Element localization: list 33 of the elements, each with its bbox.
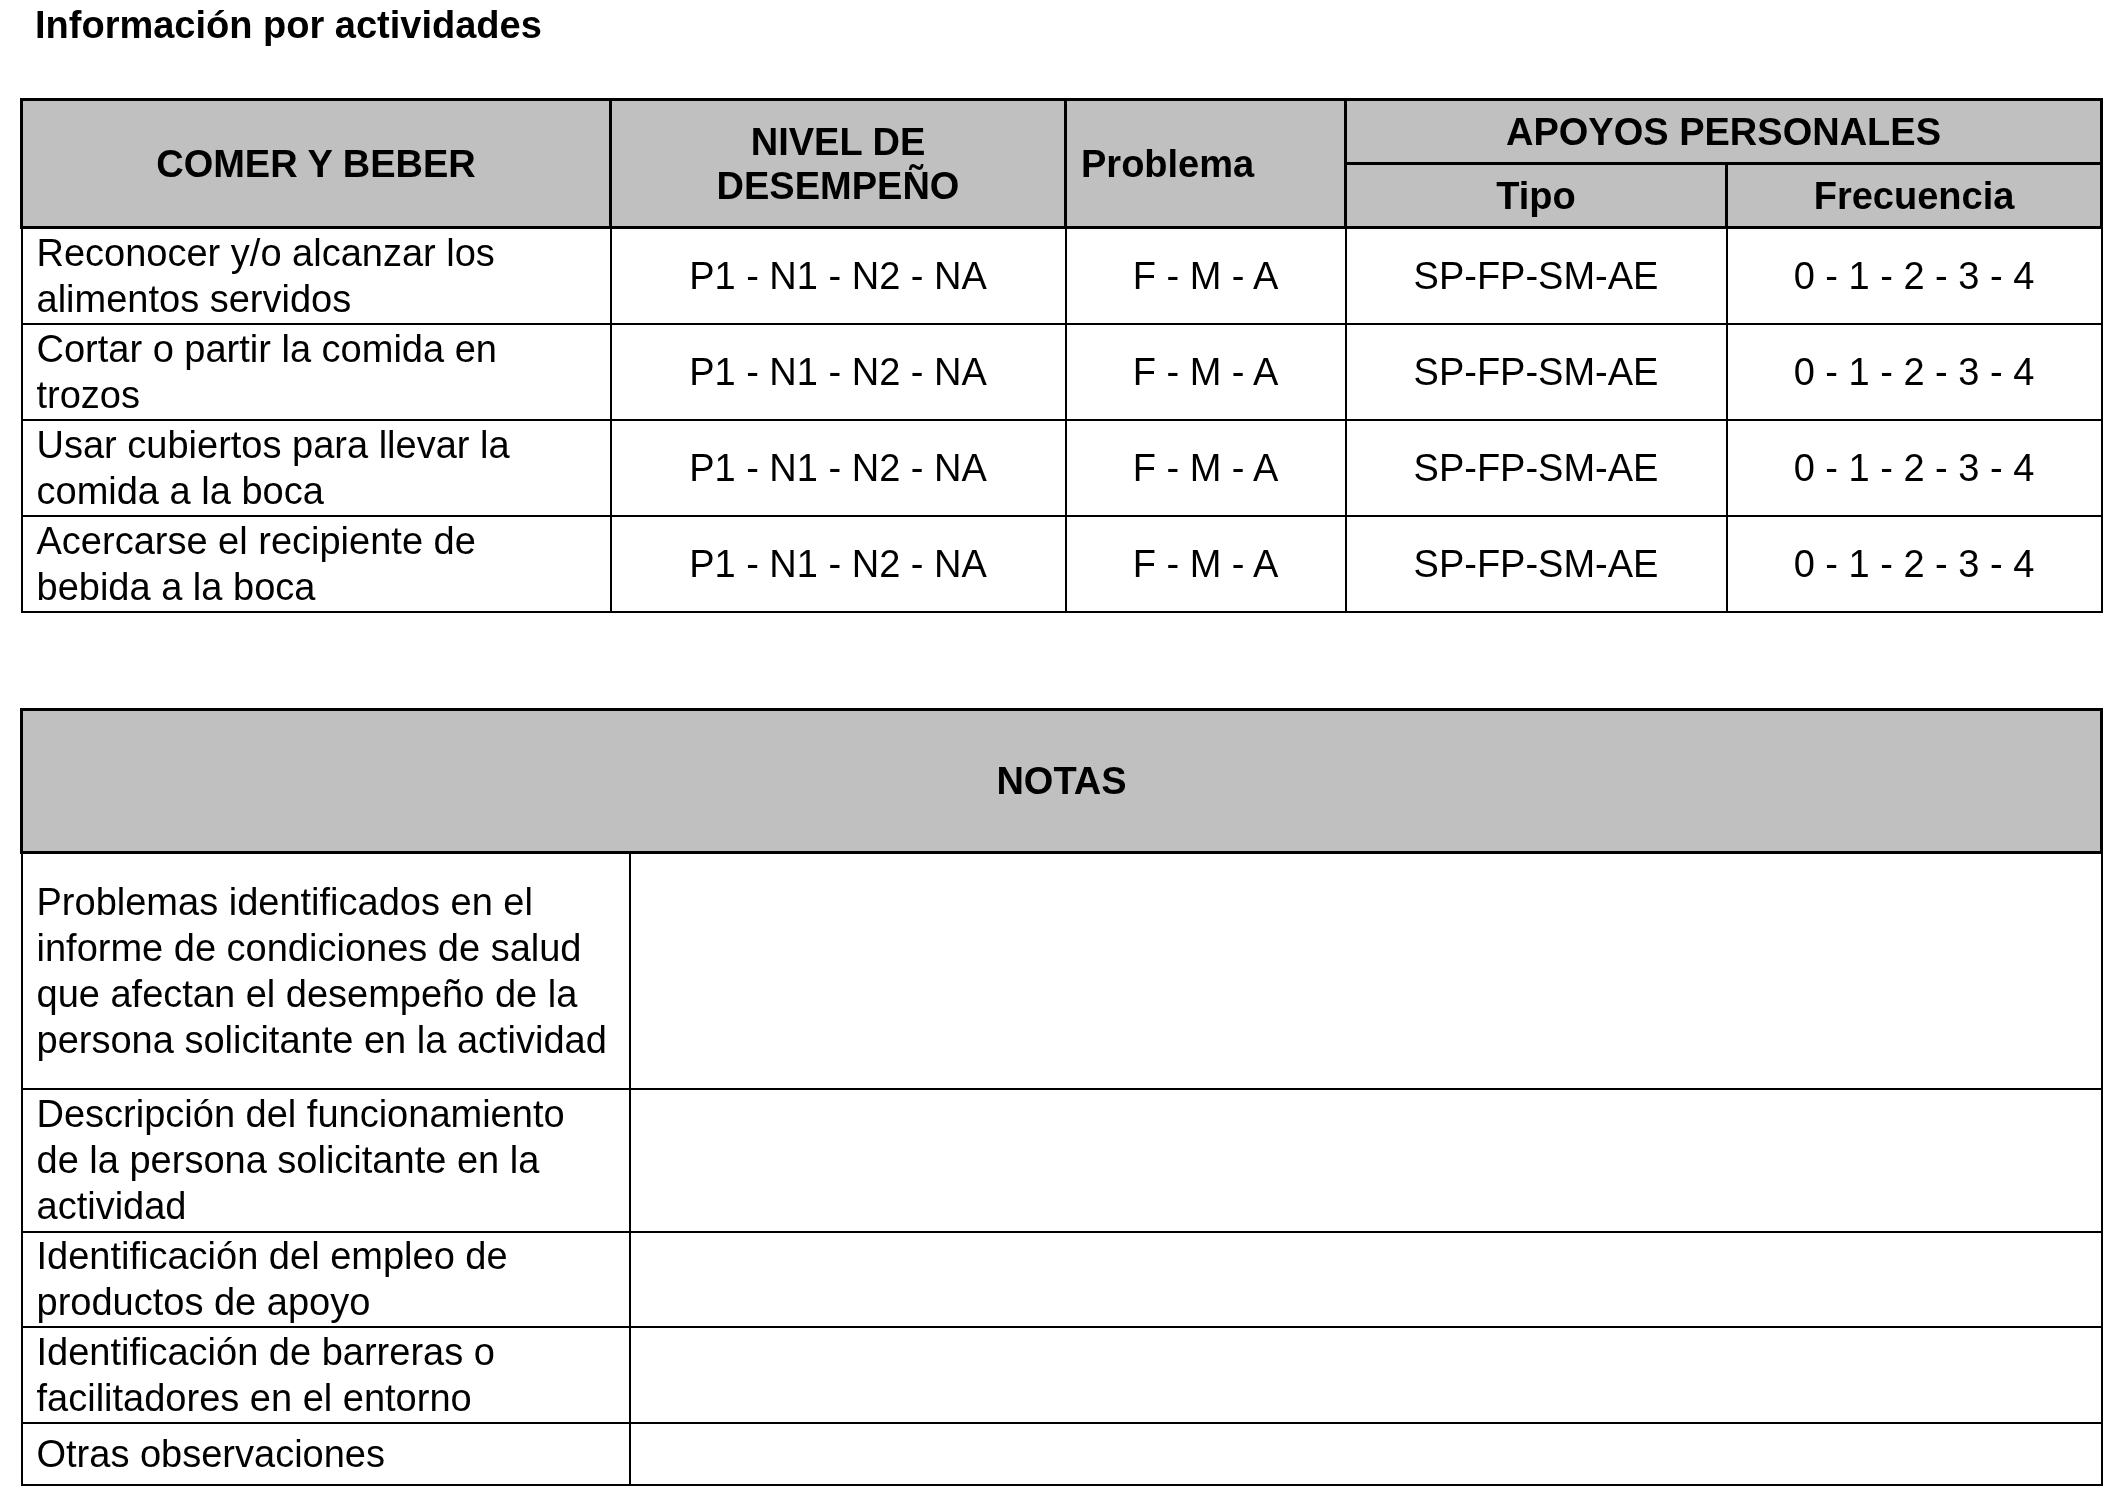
table-cell: Usar cubiertos para llevar la comida a la boca [21,419,611,516]
table-cell: F - M - A [1065,323,1346,420]
table-cell: F - M - A [1065,515,1346,612]
table-cell: Acercarse el recipiente de bebida a la boca [21,515,611,612]
column-header: APOYOS PERSONALES [1345,99,2102,164]
row-label: Descripción del funcionamiento de la persona solicitante en la actividad [21,1088,630,1232]
table-cell: Reconocer y/o alcanzar los alimentos servidos [21,227,611,324]
row-label: Identificación del empleo de productos de apoyo [21,1231,630,1327]
row-label: Otras observaciones [21,1422,630,1485]
table-cell: SP-FP-SM-AE [1345,323,1727,420]
table-cell: F - M - A [1065,419,1346,516]
table-cell: 0 - 1 - 2 - 3 - 4 [1726,515,2102,612]
page-title: Información por actividades [35,4,542,47]
table-cell: 0 - 1 - 2 - 3 - 4 [1726,323,2102,420]
column-header: Problema [1065,99,1346,228]
row-label: Identificación de barreras o facilitadores en el entorno [21,1326,630,1423]
column-header: Tipo [1345,163,1727,228]
table-cell: Cortar o partir la comida en trozos [21,323,611,420]
table-cell: P1 - N1 - N2 - NA [610,323,1066,420]
table-cell: 0 - 1 - 2 - 3 - 4 [1726,227,2102,324]
table-cell: 0 - 1 - 2 - 3 - 4 [1726,419,2102,516]
column-header: Frecuencia [1726,163,2102,228]
table-header: NOTAS [21,709,2102,853]
row-label: Problemas identificados en el informe de condiciones de salud que afectan el desempeño de la persona solicitante en la actividad [21,852,630,1089]
table-cell: P1 - N1 - N2 - NA [610,419,1066,516]
table-cell: SP-FP-SM-AE [1345,419,1727,516]
table-cell: SP-FP-SM-AE [1345,227,1727,324]
column-header: COMER Y BEBER [21,99,611,228]
table-cell: P1 - N1 - N2 - NA [610,227,1066,324]
column-header: NIVEL DE DESEMPEÑO [610,99,1066,228]
table-cell: P1 - N1 - N2 - NA [610,515,1066,612]
table-cell: F - M - A [1065,227,1346,324]
table-cell: SP-FP-SM-AE [1345,515,1727,612]
